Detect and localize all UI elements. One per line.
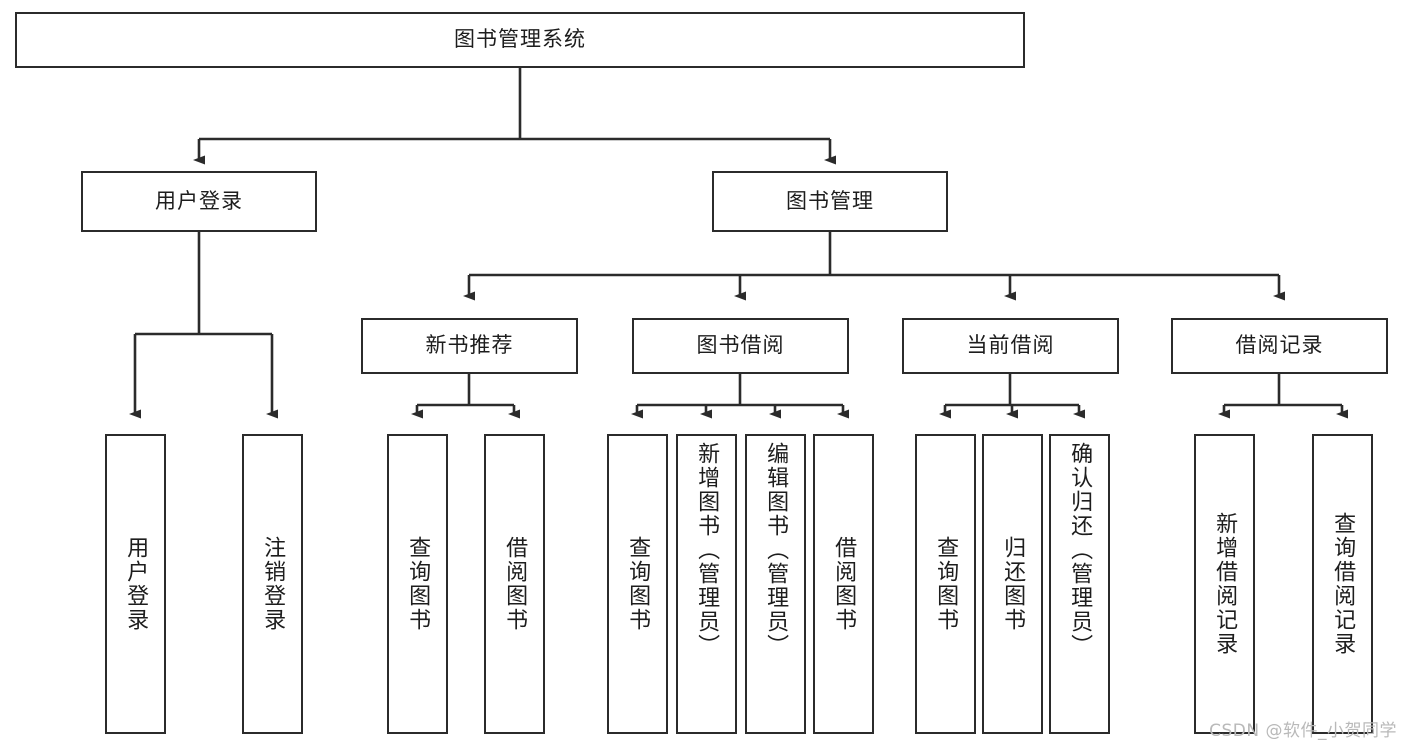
node-label: 借阅图书 <box>502 536 528 632</box>
node-label: 新增图书（管理员） <box>694 442 720 658</box>
node-label: 查询图书 <box>625 536 651 632</box>
node-label: 归还图书 <box>1000 536 1026 632</box>
node-label: 图书管理 <box>786 188 874 213</box>
leaf-new-book-query-book[interactable]: 查询图书 <box>387 434 448 734</box>
node-label: 新增借阅记录 <box>1212 512 1238 656</box>
node-label: 查询借阅记录 <box>1330 512 1356 656</box>
node-book-management[interactable]: 图书管理 <box>712 171 948 232</box>
leaf-user-login-login[interactable]: 用户登录 <box>105 434 166 734</box>
leaf-book-borrow-borrow-book[interactable]: 借阅图书 <box>813 434 874 734</box>
leaf-current-borrow-return-book[interactable]: 归还图书 <box>982 434 1043 734</box>
node-borrow-record[interactable]: 借阅记录 <box>1171 318 1388 374</box>
leaf-borrow-record-query-record[interactable]: 查询借阅记录 <box>1312 434 1373 734</box>
node-current-borrow[interactable]: 当前借阅 <box>902 318 1119 374</box>
leaf-current-borrow-query-book[interactable]: 查询图书 <box>915 434 976 734</box>
node-label: 用户登录 <box>155 188 243 213</box>
node-label: 当前借阅 <box>966 333 1055 358</box>
leaf-book-borrow-edit-book-admin[interactable]: 编辑图书（管理员） <box>745 434 806 734</box>
leaf-new-book-borrow-book[interactable]: 借阅图书 <box>484 434 545 734</box>
leaf-book-borrow-add-book-admin[interactable]: 新增图书（管理员） <box>676 434 737 734</box>
leaf-user-login-logout[interactable]: 注销登录 <box>242 434 303 734</box>
node-label: 用户登录 <box>123 536 149 632</box>
leaf-borrow-record-add-record[interactable]: 新增借阅记录 <box>1194 434 1255 734</box>
leaf-current-borrow-confirm-return-admin[interactable]: 确认归还（管理员） <box>1049 434 1110 734</box>
node-new-book-recommend[interactable]: 新书推荐 <box>361 318 578 374</box>
node-label: 新书推荐 <box>425 333 514 358</box>
node-label: 图书管理系统 <box>454 27 586 52</box>
csdn-watermark: CSDN @软件_小贺同学 <box>1209 721 1397 741</box>
node-label: 确认归还（管理员） <box>1067 442 1093 658</box>
node-label: 查询图书 <box>405 536 431 632</box>
node-label: 借阅记录 <box>1235 333 1324 358</box>
node-user-login[interactable]: 用户登录 <box>81 171 317 232</box>
node-label: 图书借阅 <box>696 333 785 358</box>
node-book-borrow[interactable]: 图书借阅 <box>632 318 849 374</box>
node-root-book-management-system[interactable]: 图书管理系统 <box>15 12 1025 68</box>
node-label: 查询图书 <box>933 536 959 632</box>
node-label: 借阅图书 <box>831 536 857 632</box>
leaf-book-borrow-query-book[interactable]: 查询图书 <box>607 434 668 734</box>
node-label: 编辑图书（管理员） <box>763 442 789 658</box>
node-label: 注销登录 <box>260 536 286 632</box>
